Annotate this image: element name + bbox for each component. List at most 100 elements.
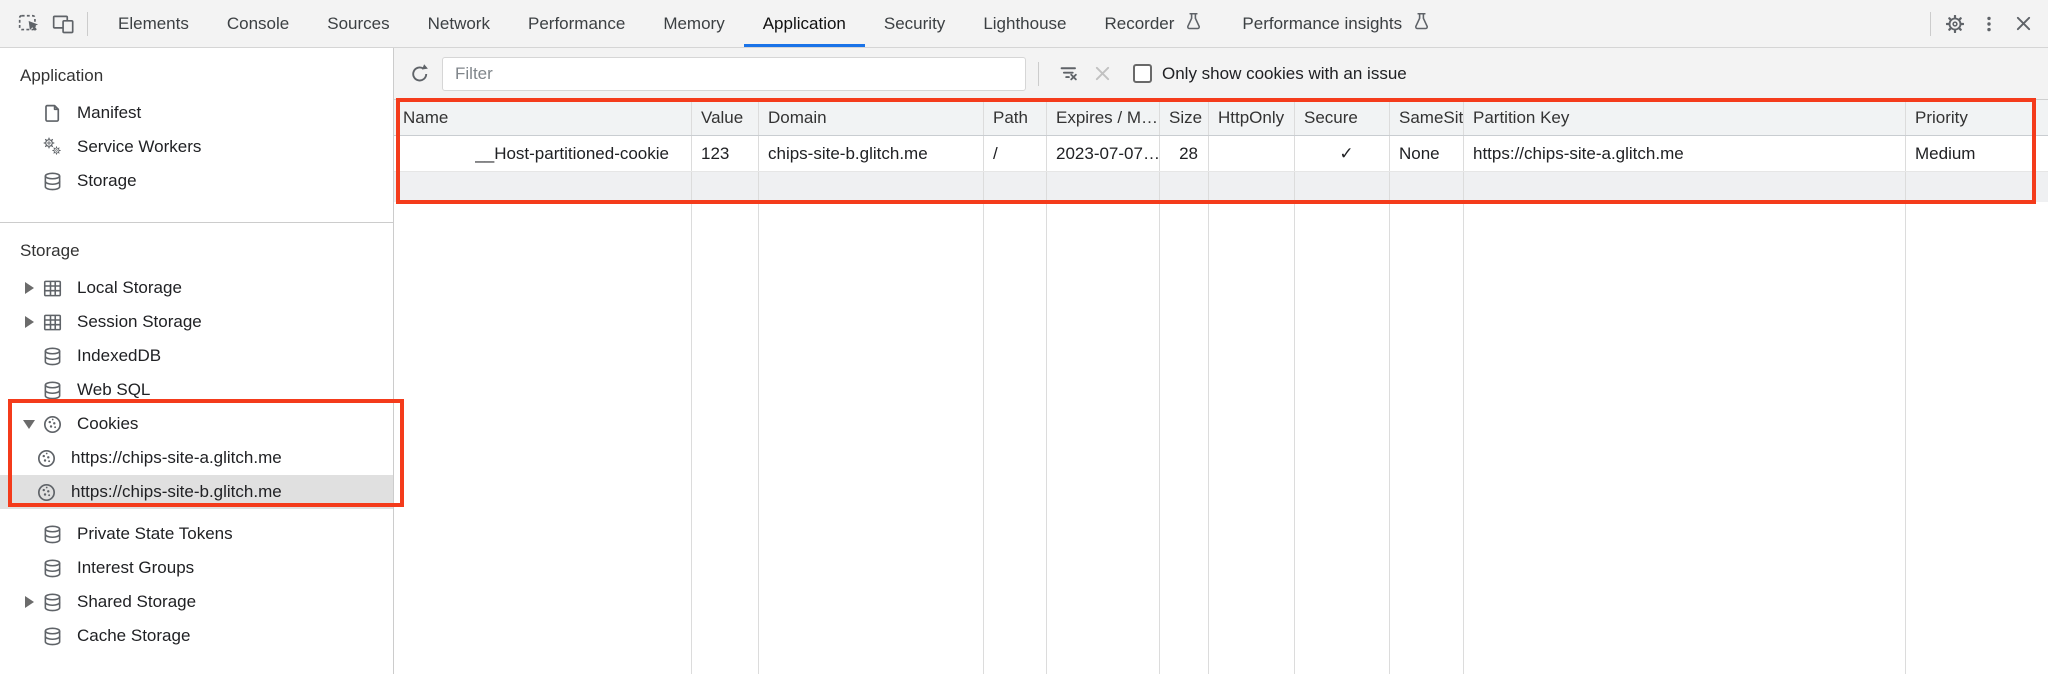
tab-lighthouse[interactable]: Lighthouse bbox=[983, 13, 1067, 33]
tab-recorder[interactable]: Recorder bbox=[1086, 0, 1224, 47]
sidebar-item-label: Interest Groups bbox=[77, 558, 195, 577]
database-icon bbox=[42, 558, 70, 579]
sidebar-item-label: https://chips-site-a.glitch.me bbox=[71, 448, 282, 467]
sidebar-item-cookies-chips-site-b[interactable]: https://chips-site-b.glitch.me bbox=[0, 475, 393, 509]
col-header-secure[interactable]: Secure bbox=[1294, 100, 1389, 135]
sidebar-item-storage[interactable]: Storage bbox=[0, 164, 393, 198]
sidebar-item-cookies[interactable]: Cookies bbox=[0, 407, 393, 441]
col-header-partition-key[interactable]: Partition Key bbox=[1463, 100, 1905, 135]
sidebar-item-label: Manifest bbox=[77, 103, 142, 122]
col-header-samesite[interactable]: SameSite bbox=[1389, 100, 1463, 135]
sidebar-item-interest-groups[interactable]: Interest Groups bbox=[0, 551, 393, 585]
sidebar-item-label: Session Storage bbox=[77, 312, 202, 331]
col-header-size[interactable]: Size bbox=[1159, 100, 1208, 135]
table-icon bbox=[42, 278, 70, 299]
sidebar-item-cache-storage[interactable]: Cache Storage bbox=[0, 619, 393, 653]
cell-httponly[interactable] bbox=[1208, 136, 1294, 171]
tab-security[interactable]: Security bbox=[883, 13, 946, 33]
col-header-path[interactable]: Path bbox=[983, 100, 1046, 135]
more-options-kebab-icon[interactable] bbox=[1972, 7, 2006, 41]
cookie-icon bbox=[36, 482, 64, 503]
application-sidebar: Application Manifest Service Workers Sto… bbox=[0, 48, 394, 674]
database-icon bbox=[42, 524, 70, 545]
sidebar-item-local-storage[interactable]: Local Storage bbox=[0, 271, 393, 305]
cell-name[interactable]: __Host-partitioned-cookie bbox=[475, 143, 669, 163]
tab-performance-insights[interactable]: Performance insights bbox=[1223, 0, 1451, 47]
expand-arrow-icon[interactable] bbox=[16, 316, 42, 328]
tab-elements[interactable]: Elements bbox=[118, 13, 189, 33]
sidebar-item-cookies-chips-site-a[interactable]: https://chips-site-a.glitch.me bbox=[0, 441, 393, 475]
col-header-httponly[interactable]: HttpOnly bbox=[1208, 100, 1294, 135]
tab-network[interactable]: Network bbox=[427, 13, 490, 33]
inspect-element-icon[interactable] bbox=[12, 7, 46, 41]
tabbar-right-controls bbox=[1923, 7, 2048, 41]
sidebar-item-label: Storage bbox=[77, 171, 137, 190]
database-icon bbox=[42, 171, 70, 192]
devtools-tabbar: Elements Console Sources Network Perform… bbox=[0, 0, 2048, 48]
tab-console[interactable]: Console bbox=[226, 13, 290, 33]
cookies-toolbar: Only show cookies with an issue bbox=[394, 48, 2048, 100]
sidebar-item-label: Private State Tokens bbox=[77, 524, 233, 543]
device-toolbar-icon[interactable] bbox=[46, 7, 80, 41]
tab-recorder-label: Recorder bbox=[1104, 13, 1175, 33]
table-filler-area bbox=[394, 202, 2048, 674]
sidebar-item-label: Cache Storage bbox=[77, 626, 191, 645]
sidebar-item-label: Shared Storage bbox=[77, 592, 197, 611]
col-header-value[interactable]: Value bbox=[691, 100, 758, 135]
cookies-table: Name Value Domain Path Expires / M… Size… bbox=[394, 100, 2048, 674]
sidebar-item-shared-storage[interactable]: Shared Storage bbox=[0, 585, 393, 619]
sidebar-item-service-workers[interactable]: Service Workers bbox=[0, 130, 393, 164]
issues-only-checkbox-label[interactable]: Only show cookies with an issue bbox=[1162, 63, 1407, 83]
document-icon bbox=[42, 103, 70, 124]
clear-cookies-icon[interactable] bbox=[1085, 57, 1119, 91]
empty-stripe-row bbox=[394, 172, 2048, 202]
sidebar-item-private-state-tokens[interactable]: Private State Tokens bbox=[0, 517, 393, 551]
collapse-arrow-icon[interactable] bbox=[16, 419, 42, 429]
table-icon bbox=[42, 312, 70, 333]
tab-performance[interactable]: Performance bbox=[527, 13, 626, 33]
cell-expires[interactable]: 2023-07-07… bbox=[1046, 136, 1159, 171]
flask-icon bbox=[1411, 11, 1432, 37]
clear-filter-icon[interactable] bbox=[1051, 57, 1085, 91]
col-header-expires[interactable]: Expires / M… bbox=[1046, 100, 1159, 135]
sidebar-item-session-storage[interactable]: Session Storage bbox=[0, 305, 393, 339]
close-devtools-icon[interactable] bbox=[2006, 7, 2040, 41]
sidebar-item-label: Cookies bbox=[77, 414, 139, 433]
col-header-domain[interactable]: Domain bbox=[758, 100, 983, 135]
tab-sources[interactable]: Sources bbox=[327, 13, 390, 33]
col-header-priority[interactable]: Priority bbox=[1905, 100, 2048, 135]
col-header-name[interactable]: Name bbox=[403, 107, 449, 127]
devtools-tabs: Elements Console Sources Network Perform… bbox=[99, 0, 1451, 47]
toolbar-separator bbox=[1038, 61, 1039, 86]
database-icon bbox=[42, 626, 70, 647]
tab-application[interactable]: Application bbox=[743, 0, 865, 47]
sidebar-item-label: Web SQL bbox=[77, 380, 151, 399]
expand-arrow-icon[interactable] bbox=[16, 282, 42, 294]
cell-domain[interactable]: chips-site-b.glitch.me bbox=[758, 136, 983, 171]
refresh-icon[interactable] bbox=[402, 57, 436, 91]
settings-gear-icon[interactable] bbox=[1938, 7, 1972, 41]
sidebar-item-web-sql[interactable]: Web SQL bbox=[0, 373, 393, 407]
sidebar-item-indexeddb[interactable]: IndexedDB bbox=[0, 339, 393, 373]
cell-size[interactable]: 28 bbox=[1159, 136, 1208, 171]
cell-value[interactable]: 123 bbox=[691, 136, 758, 171]
cell-priority[interactable]: Medium bbox=[1905, 136, 2048, 171]
cell-path[interactable]: / bbox=[983, 136, 1046, 171]
issues-only-checkbox[interactable] bbox=[1133, 64, 1152, 83]
toolbar-separator bbox=[87, 11, 88, 36]
sidebar-item-manifest[interactable]: Manifest bbox=[0, 96, 393, 130]
cookie-icon bbox=[42, 414, 70, 435]
expand-arrow-icon[interactable] bbox=[16, 596, 42, 608]
toolbar-separator bbox=[1930, 11, 1931, 36]
tab-performance-insights-label: Performance insights bbox=[1242, 13, 1403, 33]
filter-input[interactable] bbox=[442, 56, 1026, 91]
storage-section-title: Storage bbox=[20, 241, 80, 260]
cell-samesite[interactable]: None bbox=[1389, 136, 1463, 171]
cookie-table-row[interactable]: __Host-partitioned-cookie 123 chips-site… bbox=[394, 136, 2048, 172]
cell-partition-key[interactable]: https://chips-site-a.glitch.me bbox=[1463, 136, 1905, 171]
sidebar-divider bbox=[0, 222, 393, 223]
application-section-title: Application bbox=[20, 66, 104, 85]
cell-secure[interactable]: ✓ bbox=[1294, 136, 1389, 171]
tab-memory[interactable]: Memory bbox=[663, 13, 725, 33]
